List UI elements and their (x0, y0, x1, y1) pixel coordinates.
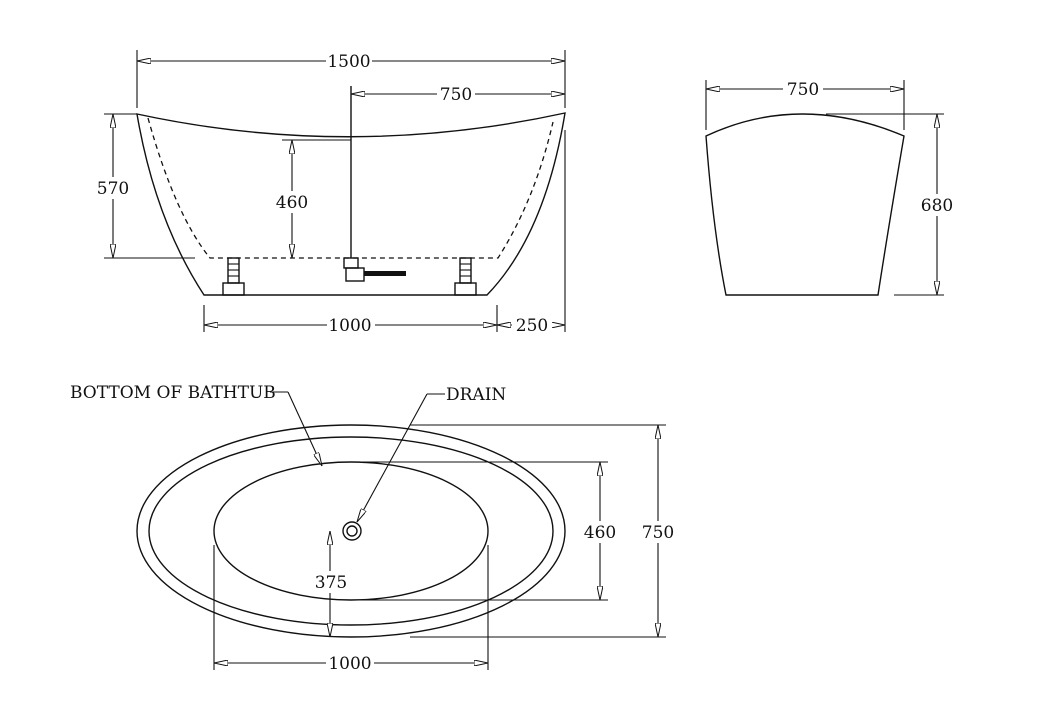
top-view: BOTTOM OF BATHTUB DRAIN 460 750 375 1000 (70, 383, 678, 674)
dim-label-end-width: 750 (787, 80, 819, 100)
top-outer-rim (136, 424, 566, 638)
dim-label-end-height: 680 (921, 196, 953, 216)
dim-label-inner-depth: 460 (276, 193, 308, 213)
dim-label-drain-offset: 375 (315, 573, 347, 593)
dim-label-height: 570 (97, 179, 129, 199)
label-bottom-of-bathtub: BOTTOM OF BATHTUB (70, 383, 276, 403)
leader-line (356, 393, 428, 522)
dim-label-half-length: 750 (440, 85, 472, 105)
side-foot-right (454, 257, 477, 296)
dim-label-base-length: 1000 (328, 316, 371, 336)
end-tub-outline (705, 113, 905, 296)
side-foot-left (222, 257, 245, 296)
dim-label-inner-width: 460 (584, 523, 616, 543)
dim-label-overhang: 250 (516, 316, 548, 336)
drain-icon (342, 521, 362, 541)
dim-label-bottom-length: 1000 (328, 654, 371, 674)
leader-line (287, 391, 323, 466)
dim-label-overall-width: 750 (642, 523, 674, 543)
label-drain: DRAIN (446, 385, 506, 405)
side-tub-outline (136, 112, 566, 296)
end-view: 750 680 (705, 79, 957, 296)
side-drain-assembly (343, 86, 406, 282)
top-inner-rim (148, 436, 554, 626)
dim-label-overall-length: 1500 (327, 52, 370, 72)
side-view: 1500 750 570 460 1000 250 (93, 50, 566, 336)
